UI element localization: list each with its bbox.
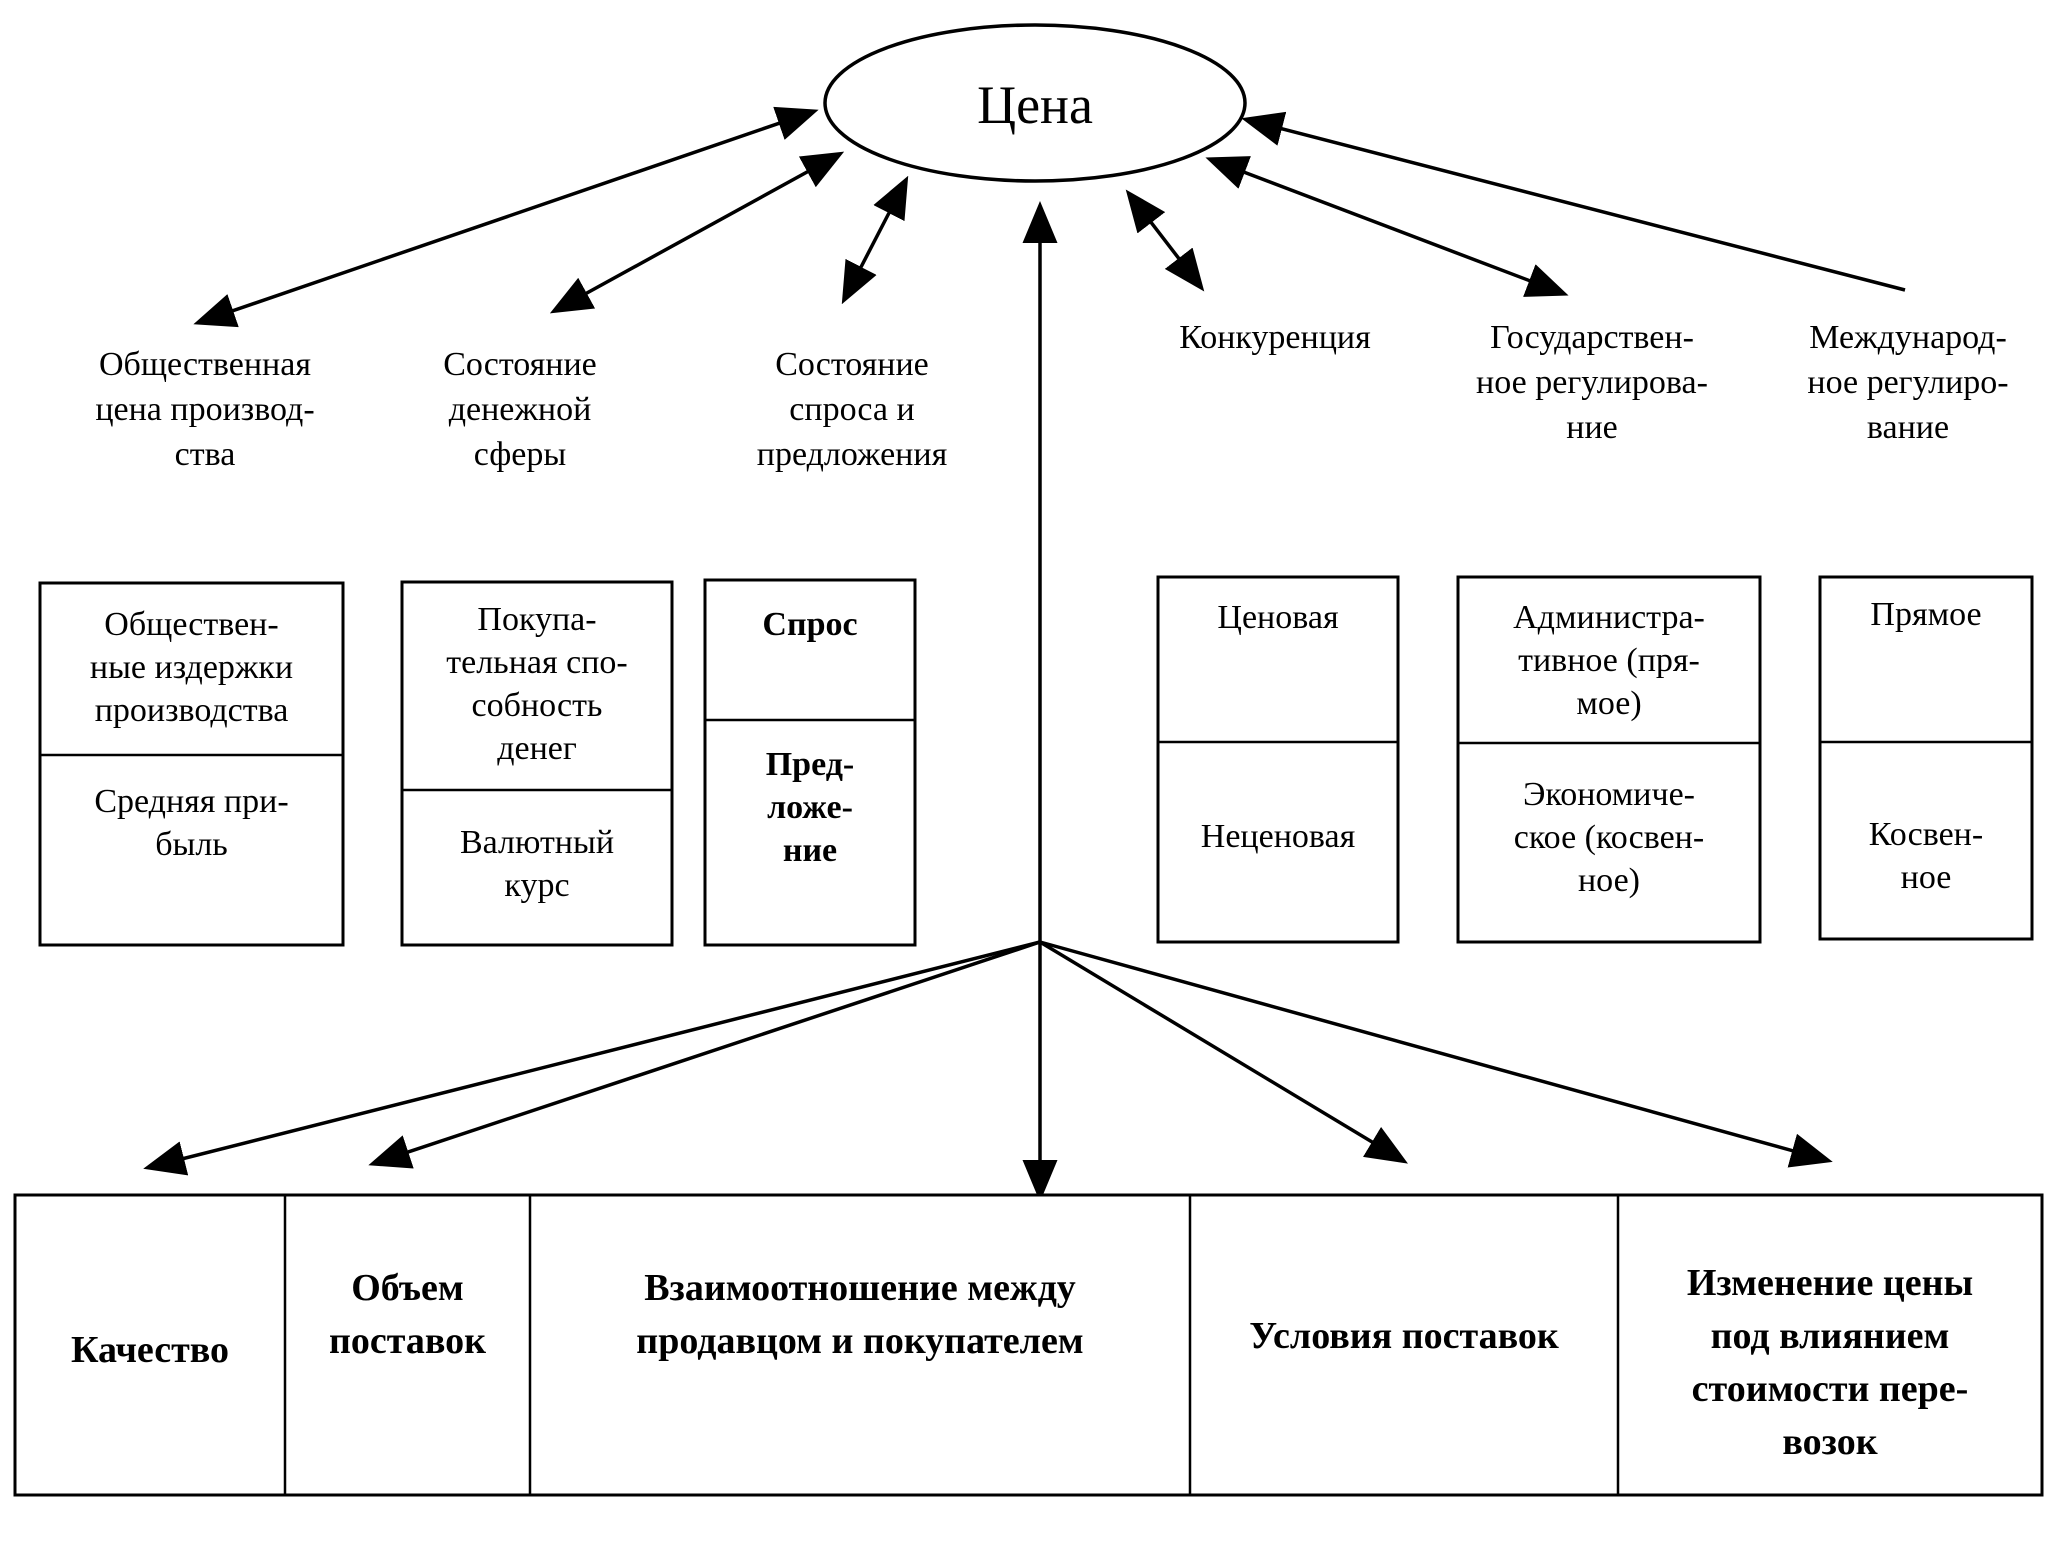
subbox-intl-regulation-bottom-line: ное <box>1901 859 1952 896</box>
factor-social-cost: Общественная цена производ-ства <box>95 346 314 473</box>
subbox-social-cost-bottom-line: быль <box>155 826 228 863</box>
subbox-supply-demand-bottom-line: Пред- <box>766 746 855 783</box>
subbox-monetary-bottom-line: Валютный <box>460 824 614 861</box>
bottom-factor-relationship-line: Взаимоотношение между <box>644 1267 1076 1309</box>
factor-supply-demand-line: Состояние <box>775 346 929 383</box>
center-label: Цена <box>977 75 1093 135</box>
upper-arrows <box>193 106 1906 328</box>
factor-intl-regulation: Международ-ное регулиро-вание <box>1807 319 2008 446</box>
subbox-state-regulation-bottom-line: ское (косвен- <box>1514 819 1704 856</box>
factor-monetary-line: сферы <box>474 436 567 473</box>
factor-social-cost-line: ства <box>175 436 236 473</box>
bottom-factor-conditions-line: Условия поставок <box>1249 1315 1559 1357</box>
bottom-row: Качество Объем поставок Взаимоотношение меж… <box>13 1193 2044 1497</box>
factor-social-cost-line: цена производ- <box>95 391 314 428</box>
factor-monetary-line: денежной <box>449 391 592 428</box>
subbox-state-regulation-top-line: тивное (пря- <box>1518 642 1700 679</box>
arrow-quality <box>143 940 1041 1176</box>
arrow-transport <box>1039 940 1833 1168</box>
subbox-monetary: Покупа-тельная спо-собность денегВалютный… <box>400 580 674 947</box>
subbox-frame <box>703 578 917 947</box>
bottom-factor-transport-line: стоимости пере- <box>1692 1368 1969 1410</box>
bottom-factor-transport-line: под влиянием <box>1711 1315 1950 1357</box>
bottom-factor-transport-line: Изменение цены <box>1687 1262 1973 1304</box>
bottom-factor-volume-line: Объем <box>351 1267 464 1309</box>
factor-competition-line: Конкуренция <box>1179 319 1371 356</box>
arrow-state-regulation <box>1205 156 1569 297</box>
subbox-state-regulation-top-line: мое) <box>1576 685 1641 722</box>
sub-boxes: Обществен-ные издержки производстваСредня… <box>38 575 2034 947</box>
subbox-social-cost: Обществен-ные издержки производстваСредня… <box>38 581 345 947</box>
subbox-monetary-top-line: Покупа- <box>477 601 596 638</box>
arrow-intl-regulation <box>1241 111 1906 292</box>
subbox-frame <box>1818 575 2034 941</box>
factor-supply-demand: Состояние спроса и предложения <box>757 346 948 473</box>
subbox-state-regulation-bottom-line: Экономиче- <box>1523 776 1695 813</box>
factor-state-regulation-line: ние <box>1566 409 1617 446</box>
bottom-factor-quality-line: Качество <box>71 1329 229 1371</box>
subbox-state-regulation-bottom-line: ное) <box>1578 862 1640 899</box>
subbox-frame <box>38 581 345 947</box>
bottom-factor-transport-line: возок <box>1782 1421 1877 1463</box>
factor-supply-demand-line: спроса и <box>789 391 914 428</box>
center-node: Цена <box>823 23 1247 183</box>
bottom-factor-relationship-line: продавцом и покупателем <box>636 1320 1083 1362</box>
subbox-competition-bottom-line: Неценовая <box>1201 818 1356 855</box>
subbox-state-regulation: Администра-тивное (пря-мое) Экономиче-ско… <box>1456 575 1762 944</box>
subbox-monetary-bottom-line: курс <box>504 867 569 904</box>
subbox-social-cost-bottom-line: Средняя при- <box>94 783 288 820</box>
arrow-conditions <box>1039 940 1408 1164</box>
subbox-social-cost-top-line: ные издержки <box>90 649 293 686</box>
factor-labels: Общественная цена производ-ства Состояние д… <box>95 319 2008 473</box>
bottom-factor-volume-line: поставок <box>329 1320 486 1362</box>
subbox-intl-regulation-bottom-line: Косвен- <box>1869 816 1983 853</box>
factor-intl-regulation-line: Международ- <box>1809 319 2007 356</box>
bottom-factor-quality: Качество <box>71 1329 229 1371</box>
subbox-state-regulation-top-line: Администра- <box>1513 599 1705 636</box>
bottom-row-frame <box>13 1193 2044 1497</box>
subbox-frame <box>1456 575 1762 944</box>
factor-competition: Конкуренция <box>1179 319 1371 356</box>
arrow-supply-demand <box>841 175 909 305</box>
factor-supply-demand-line: предложения <box>757 436 948 473</box>
subbox-monetary-top-line: собность <box>472 687 603 724</box>
bottom-factor-transport: Изменение цены под влиянием стоимости пере… <box>1687 1262 1973 1463</box>
factor-intl-regulation-line: вание <box>1867 409 1949 446</box>
factor-state-regulation-line: Государствен- <box>1490 319 1694 356</box>
subbox-frame <box>1156 575 1400 944</box>
subbox-competition-top-line: Ценовая <box>1217 599 1339 636</box>
subbox-frame <box>400 580 674 947</box>
arrow-competition <box>1125 189 1205 292</box>
factor-state-regulation: Государствен-ное регулирова-ние <box>1476 319 1708 446</box>
subbox-monetary-top-line: тельная спо- <box>446 644 627 681</box>
factor-social-cost-line: Общественная <box>99 346 311 383</box>
subbox-supply-demand-bottom-line: ние <box>783 832 837 869</box>
factor-monetary-line: Состояние <box>443 346 597 383</box>
subbox-social-cost-top-line: Обществен- <box>104 606 278 643</box>
subbox-supply-demand-top-line: Спрос <box>762 606 857 643</box>
factor-state-regulation-line: ное регулирова- <box>1476 364 1708 401</box>
subbox-intl-regulation-top-line: Прямое <box>1870 596 1981 633</box>
bottom-factor-relationship: Взаимоотношение между продавцом и покупат… <box>636 1267 1083 1362</box>
bottom-factor-volume: Объем поставок <box>329 1267 486 1362</box>
lower-arrows <box>143 940 1833 1202</box>
subbox-supply-demand-bottom-line: ложе- <box>767 789 853 826</box>
bottom-factor-conditions: Условия поставок <box>1249 1315 1559 1357</box>
subbox-social-cost-top-line: производства <box>95 692 289 729</box>
subbox-monetary-top-line: денег <box>497 730 577 767</box>
arrow-social-cost <box>193 106 819 328</box>
arrow-volume <box>368 940 1041 1169</box>
arrow-monetary <box>549 151 845 314</box>
factor-monetary: Состояние денежной сферы <box>443 346 597 473</box>
factor-intl-regulation-line: ное регулиро- <box>1807 364 2008 401</box>
